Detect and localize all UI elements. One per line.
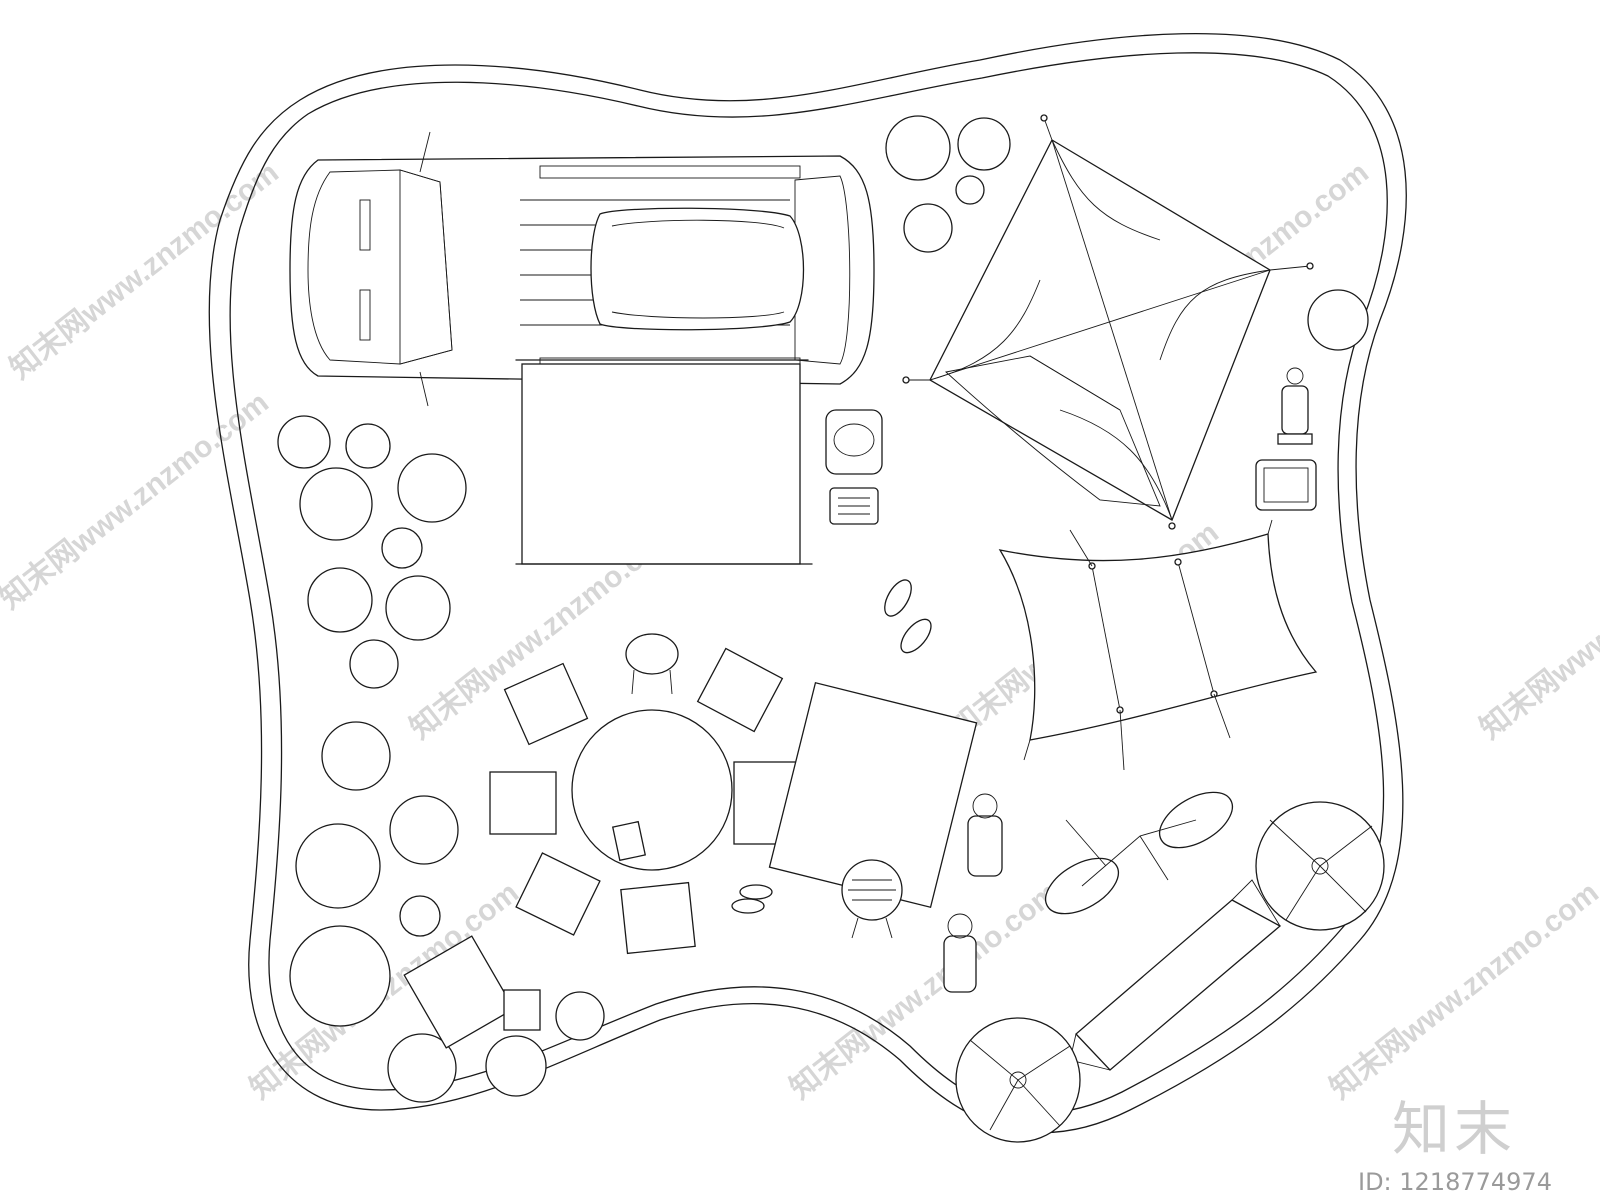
site-boundary-outer [208, 32, 1407, 1134]
cooler-icon [825, 409, 883, 525]
storage-box-icon [1255, 459, 1317, 511]
canopy-tarp-icon [998, 519, 1318, 771]
lantern-icon [1277, 367, 1313, 445]
watermark-text: 知末网www.znzmo.com [4, 156, 285, 386]
bicycle-icon [1045, 791, 1233, 915]
watermark-text: 知末网www.znzmo.com [1474, 516, 1600, 746]
camp-chair-icon [489, 633, 811, 955]
watermark-brand: 知末 [1392, 1095, 1517, 1163]
round-table-icon [571, 709, 733, 871]
shoes-icon [731, 579, 932, 914]
tree-icon [955, 801, 1385, 1143]
bbq-grill-icon [841, 859, 903, 939]
awning-icon [515, 359, 813, 565]
watermark-text: 知末网www.znzmo.com [0, 386, 275, 616]
image-id-label: ID: 1218774974 [1358, 1168, 1552, 1196]
camping-tent-icon [902, 114, 1314, 530]
succulent-plant-icon [277, 115, 1369, 1103]
suv-car-icon [289, 131, 875, 407]
folding-chair-icon [403, 935, 541, 1049]
lantern-icon [943, 793, 1003, 993]
site-boundary-inner [229, 52, 1388, 1114]
